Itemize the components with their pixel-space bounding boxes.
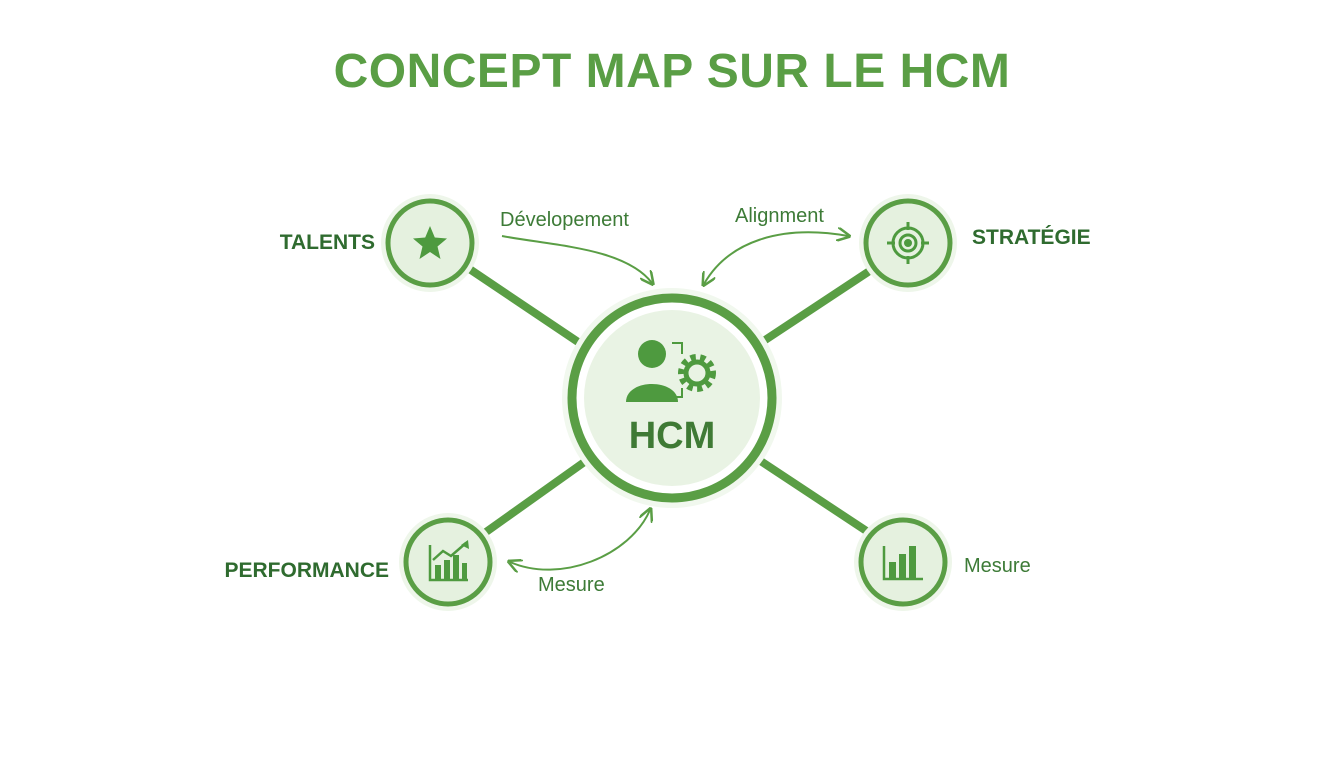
- arrow-performance-mesure: [510, 510, 650, 570]
- edge-label-mesure: Mesure: [538, 574, 605, 596]
- node-label-talents: TALENTS: [280, 231, 375, 254]
- arrow-alignment: [704, 232, 848, 284]
- connector-mesure: [752, 454, 872, 536]
- connector-talents: [464, 264, 594, 354]
- growth-chart-icon: [428, 540, 469, 582]
- hub-label: HCM: [629, 415, 716, 457]
- bar-chart-icon: [882, 546, 923, 581]
- node-talents: TALENTS: [280, 194, 479, 292]
- hub-node: HCM: [562, 288, 782, 508]
- user-gear-icon: [626, 340, 716, 402]
- node-performance: PERFORMANCE: [224, 513, 497, 611]
- star-icon: [413, 226, 447, 259]
- edge-label-alignment: Alignment: [735, 205, 824, 227]
- edge-label-developpement: Dévelopement: [500, 209, 629, 231]
- node-mesure: Mesure: [854, 513, 1031, 611]
- connector-performance: [482, 454, 594, 536]
- relation-arrows: [501, 232, 848, 570]
- node-strategie: STRATÉGIE: [859, 194, 1091, 292]
- node-label-mesure: Mesure: [964, 555, 1031, 577]
- connector-strategie: [752, 268, 872, 350]
- diagram-title: CONCEPT MAP SUR LE HCM: [333, 45, 1011, 98]
- node-label-performance: PERFORMANCE: [224, 559, 389, 582]
- arrow-developpement: [501, 235, 652, 283]
- node-label-strategie: STRATÉGIE: [972, 226, 1091, 249]
- target-icon: [887, 222, 929, 264]
